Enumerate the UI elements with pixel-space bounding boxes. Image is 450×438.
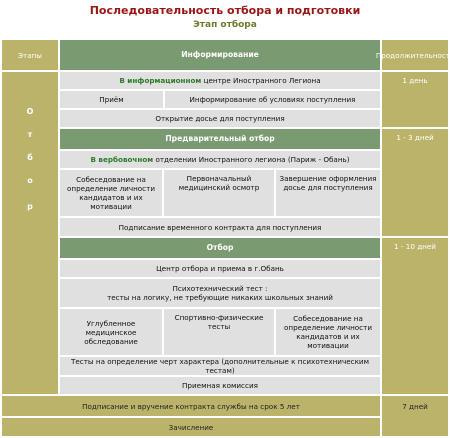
- header-info: Информирование: [60, 40, 380, 70]
- selection-interview-cell: Собеседование на определение личности ка…: [276, 309, 380, 355]
- stage-char: т: [27, 130, 33, 139]
- preliminary-header: Предварительный отбор: [60, 129, 380, 149]
- psych-test-cell: Психотехнический тест : тесты на логику,…: [60, 279, 380, 307]
- selection-header: Отбор: [60, 238, 380, 258]
- stage-char: О: [26, 107, 34, 116]
- stage-char: о: [27, 176, 33, 185]
- duration-preliminary: 1 - 3 дней: [382, 129, 448, 236]
- character-tests-cell: Тесты на определение черт характера (доп…: [60, 357, 380, 375]
- selection-center-cell: Центр отбора и приема в г.Обань: [60, 260, 380, 277]
- header-duration: Продолжительность: [376, 40, 450, 70]
- commission-cell: Приемная комиссия: [60, 377, 380, 394]
- stage-column: О т б о р: [2, 72, 58, 394]
- prelim-interview-cell: Собеседование на определение личности ка…: [60, 170, 162, 216]
- duration-info: 1 день: [382, 72, 448, 127]
- page-title: Последовательность отбора и подготовки: [89, 4, 361, 17]
- header-stages: Этапы: [2, 40, 58, 70]
- dossier-open-cell: Открытие досье для поступления: [60, 110, 380, 127]
- temp-contract-cell: Подписание временного контракта для пост…: [60, 218, 380, 236]
- info-center-highlight: В информационном: [119, 76, 202, 85]
- stage-char: р: [27, 202, 33, 211]
- recruit-office-rest: отделении Иностранного легиона (Париж - …: [153, 155, 350, 164]
- sport-tests-cell: Спортивно-физические тесты: [164, 309, 274, 355]
- conditions-cell: Информирование об условиях поступления: [165, 91, 380, 108]
- reception-cell: Приём: [60, 91, 163, 108]
- prelim-medical-cell: Первоначальный медицинский осмотр: [164, 170, 274, 216]
- service-contract-cell: Подписание и вручение контракта службы н…: [2, 396, 380, 416]
- deep-medical-cell: Углубленное медицинское обследование: [60, 309, 162, 355]
- dossier-end-cell: Завершение оформления досье для поступле…: [276, 170, 380, 216]
- info-center-rest: центре Иностранного Легиона: [201, 76, 321, 85]
- info-center-row: В информационном центре Иностранного Лег…: [60, 72, 380, 89]
- duration-selection: 1 - 10 дней: [382, 238, 448, 394]
- page-subtitle: Этап отбора: [193, 20, 257, 30]
- psych-test-line2: тесты на логику, не требующие никаких шк…: [107, 293, 333, 302]
- recruit-office-highlight: В вербовочном: [90, 155, 154, 164]
- enrollment-cell: Зачисление: [2, 418, 380, 436]
- stage-char: б: [27, 153, 33, 162]
- recruit-office-row: В вербовочном отделении Иностранного лег…: [60, 151, 380, 168]
- duration-final: 7 дней: [382, 396, 448, 436]
- psych-test-line1: Психотехнический тест :: [172, 284, 268, 293]
